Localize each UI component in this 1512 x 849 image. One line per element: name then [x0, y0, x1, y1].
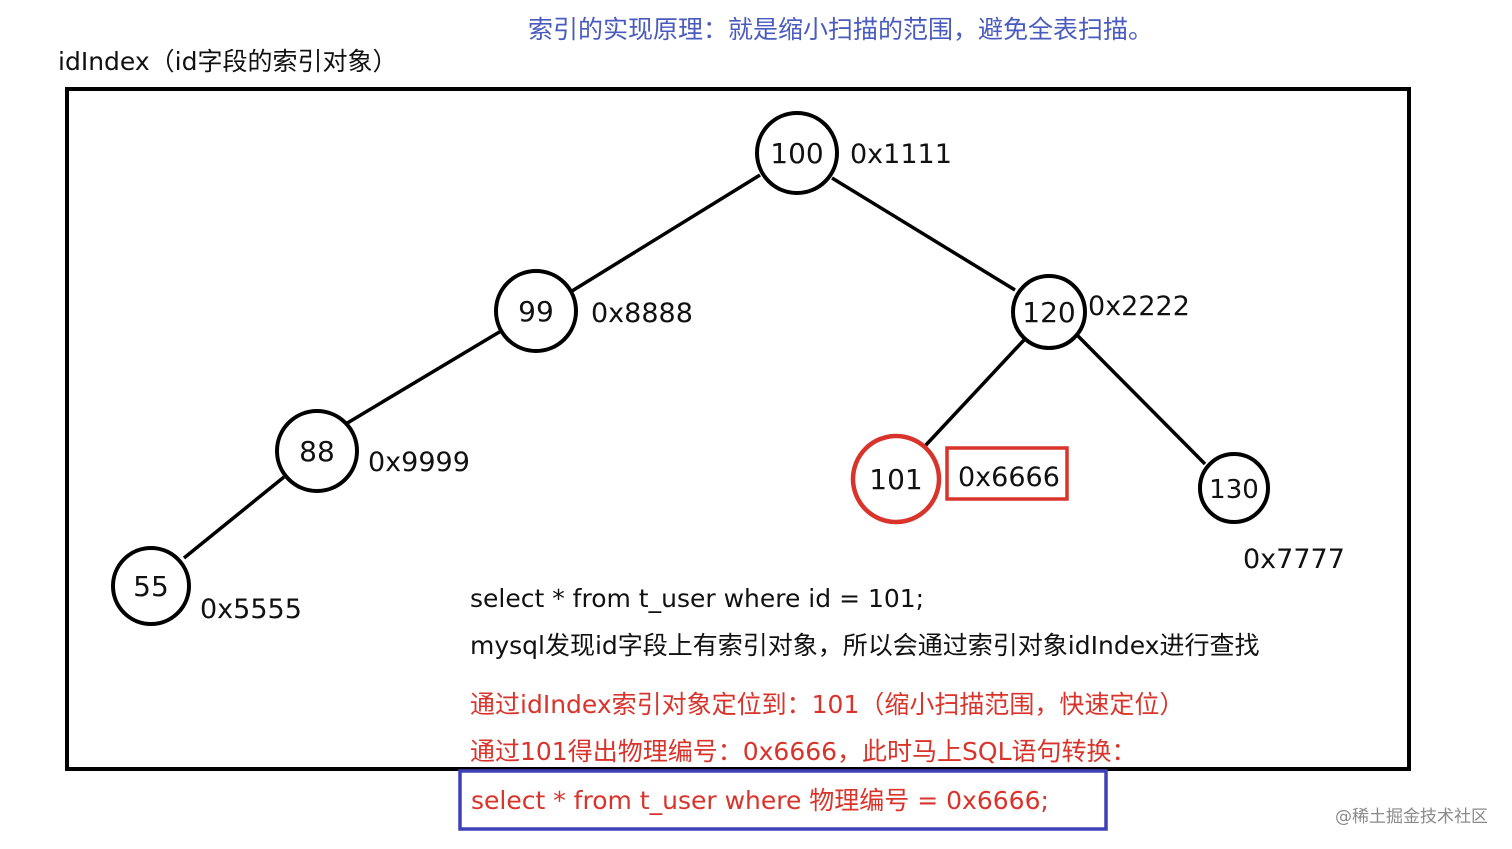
- node-circle-55: [111, 546, 191, 626]
- step2-text: 通过101得出物理编号：0x6666，此时马上SQL语句转换：: [470, 737, 1137, 766]
- rewritten-query-box: [458, 769, 1108, 831]
- node-address-88: 0x9999: [368, 447, 470, 478]
- explain-text: mysql发现id字段上有索引对象，所以会通过索引对象idIndex进行查找: [470, 631, 1259, 660]
- node-address-101: 0x6666: [958, 462, 1060, 493]
- node-value-99: 99: [518, 295, 554, 328]
- node-value-101: 101: [869, 463, 922, 496]
- node-circle-88: [275, 409, 359, 493]
- node-circle-130: [1198, 452, 1270, 524]
- edge-120-to-130: [1075, 333, 1207, 466]
- node-address-130: 0x7777: [1243, 544, 1345, 575]
- tree-edges: [182, 173, 1207, 560]
- tree-node-55: 55 0x5555: [111, 546, 302, 626]
- query-text: select * from t_user where id = 101;: [470, 584, 924, 613]
- edge-88-to-55: [182, 475, 286, 560]
- node-value-130: 130: [1209, 475, 1259, 505]
- node-circle-100: [755, 111, 839, 195]
- node-address-99: 0x8888: [591, 298, 693, 329]
- edge-100-to-99: [571, 173, 761, 293]
- node-value-120: 120: [1022, 296, 1075, 329]
- node-address-100: 0x1111: [850, 139, 952, 170]
- index-frame: [65, 87, 1411, 771]
- node-circle-120: [1011, 274, 1087, 350]
- edge-120-to-101: [923, 338, 1026, 448]
- tree-node-120: 120 0x2222: [1011, 274, 1190, 350]
- tree-node-100: 100 0x1111: [755, 111, 952, 195]
- node-circle-99: [494, 269, 578, 353]
- edge-100-to-120: [831, 176, 1016, 292]
- node-address-120: 0x2222: [1088, 291, 1190, 322]
- index-object-label: idIndex（id字段的索引对象）: [58, 47, 397, 76]
- rewritten-query-text: select * from t_user where 物理编号 = 0x6666…: [471, 786, 1049, 815]
- watermark: @稀土掘金技术社区: [1335, 807, 1488, 827]
- node-value-100: 100: [770, 137, 823, 170]
- node-value-88: 88: [299, 435, 335, 468]
- edge-99-to-88: [343, 329, 502, 427]
- step1-text: 通过idIndex索引对象定位到：101（缩小扫描范围，快速定位）: [470, 690, 1184, 719]
- principle-title: 索引的实现原理：就是缩小扫描的范围，避免全表扫描。: [528, 15, 1153, 44]
- tree-node-101: 101 0x6666: [850, 433, 1060, 525]
- tree-nodes: 100 0x1111 99 0x8888 120 0x2222 88 0x9999 101 0x6…: [111, 111, 1345, 626]
- node-circle-101: [850, 433, 942, 525]
- node-address-55: 0x5555: [200, 594, 302, 625]
- tree-node-99: 99 0x8888: [494, 269, 693, 353]
- node-value-55: 55: [133, 570, 169, 603]
- physical-address-highlight-box: [945, 446, 1069, 501]
- tree-node-130: 130 0x7777: [1198, 452, 1345, 575]
- tree-node-88: 88 0x9999: [275, 409, 470, 493]
